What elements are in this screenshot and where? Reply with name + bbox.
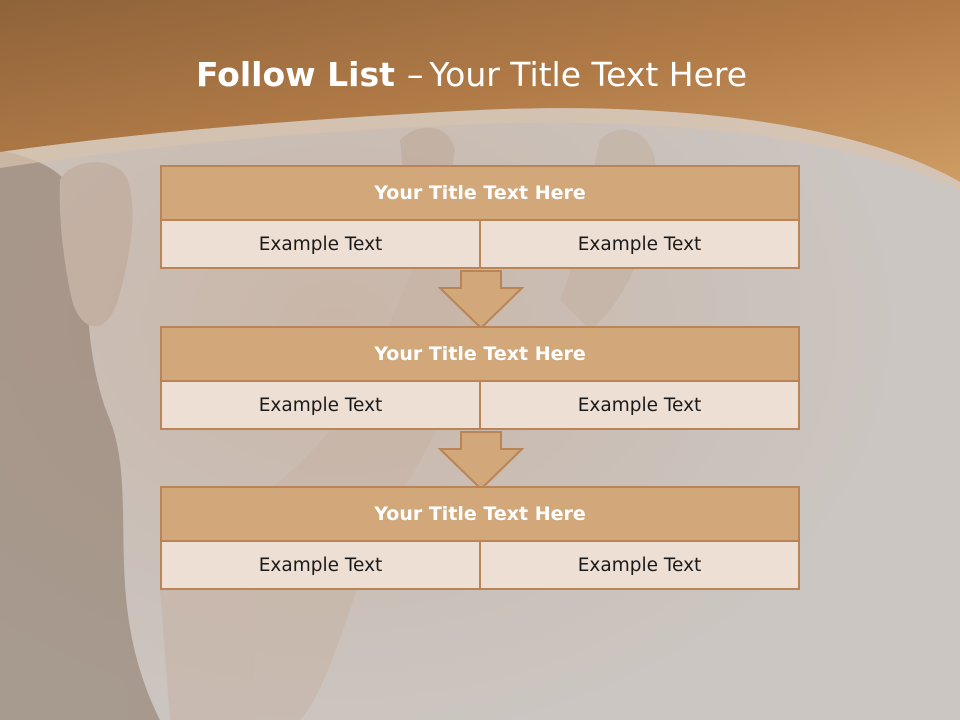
block-cell-right: Example Text [479, 540, 800, 590]
list-block-2: Your Title Text Here Example Text Exampl… [160, 326, 800, 430]
down-arrow-icon [438, 270, 524, 330]
block-row: Example Text Example Text [160, 540, 800, 590]
block-cell-right: Example Text [479, 219, 800, 269]
down-arrow-icon [438, 431, 524, 491]
title-bold: Follow List [195, 55, 395, 94]
block-cell-left: Example Text [160, 540, 481, 590]
block-title: Your Title Text Here [160, 165, 800, 221]
block-cell-left: Example Text [160, 219, 481, 269]
block-title: Your Title Text Here [160, 486, 800, 542]
block-cell-left: Example Text [160, 380, 481, 430]
list-block-1: Your Title Text Here Example Text Exampl… [160, 165, 800, 269]
block-title: Your Title Text Here [160, 326, 800, 382]
list-block-3: Your Title Text Here Example Text Exampl… [160, 486, 800, 590]
slide-title: Follow List–Your Title Text Here [0, 52, 943, 98]
title-dash: – [406, 55, 424, 94]
block-cell-right: Example Text [479, 380, 800, 430]
title-rest: Your Title Text Here [429, 55, 748, 94]
block-row: Example Text Example Text [160, 219, 800, 269]
block-row: Example Text Example Text [160, 380, 800, 430]
